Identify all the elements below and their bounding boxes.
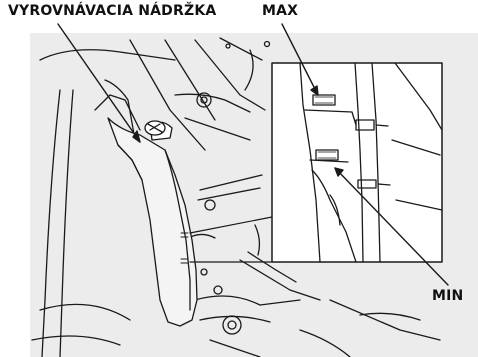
reservoir-label: VYROVNÁVACIA NÁDRŽKA — [8, 3, 216, 19]
min-label: MIN — [432, 288, 463, 304]
coolant-reservoir — [108, 118, 197, 326]
max-label: MAX — [262, 3, 298, 19]
max-level-marker — [313, 95, 335, 105]
min-level-marker — [316, 150, 338, 160]
